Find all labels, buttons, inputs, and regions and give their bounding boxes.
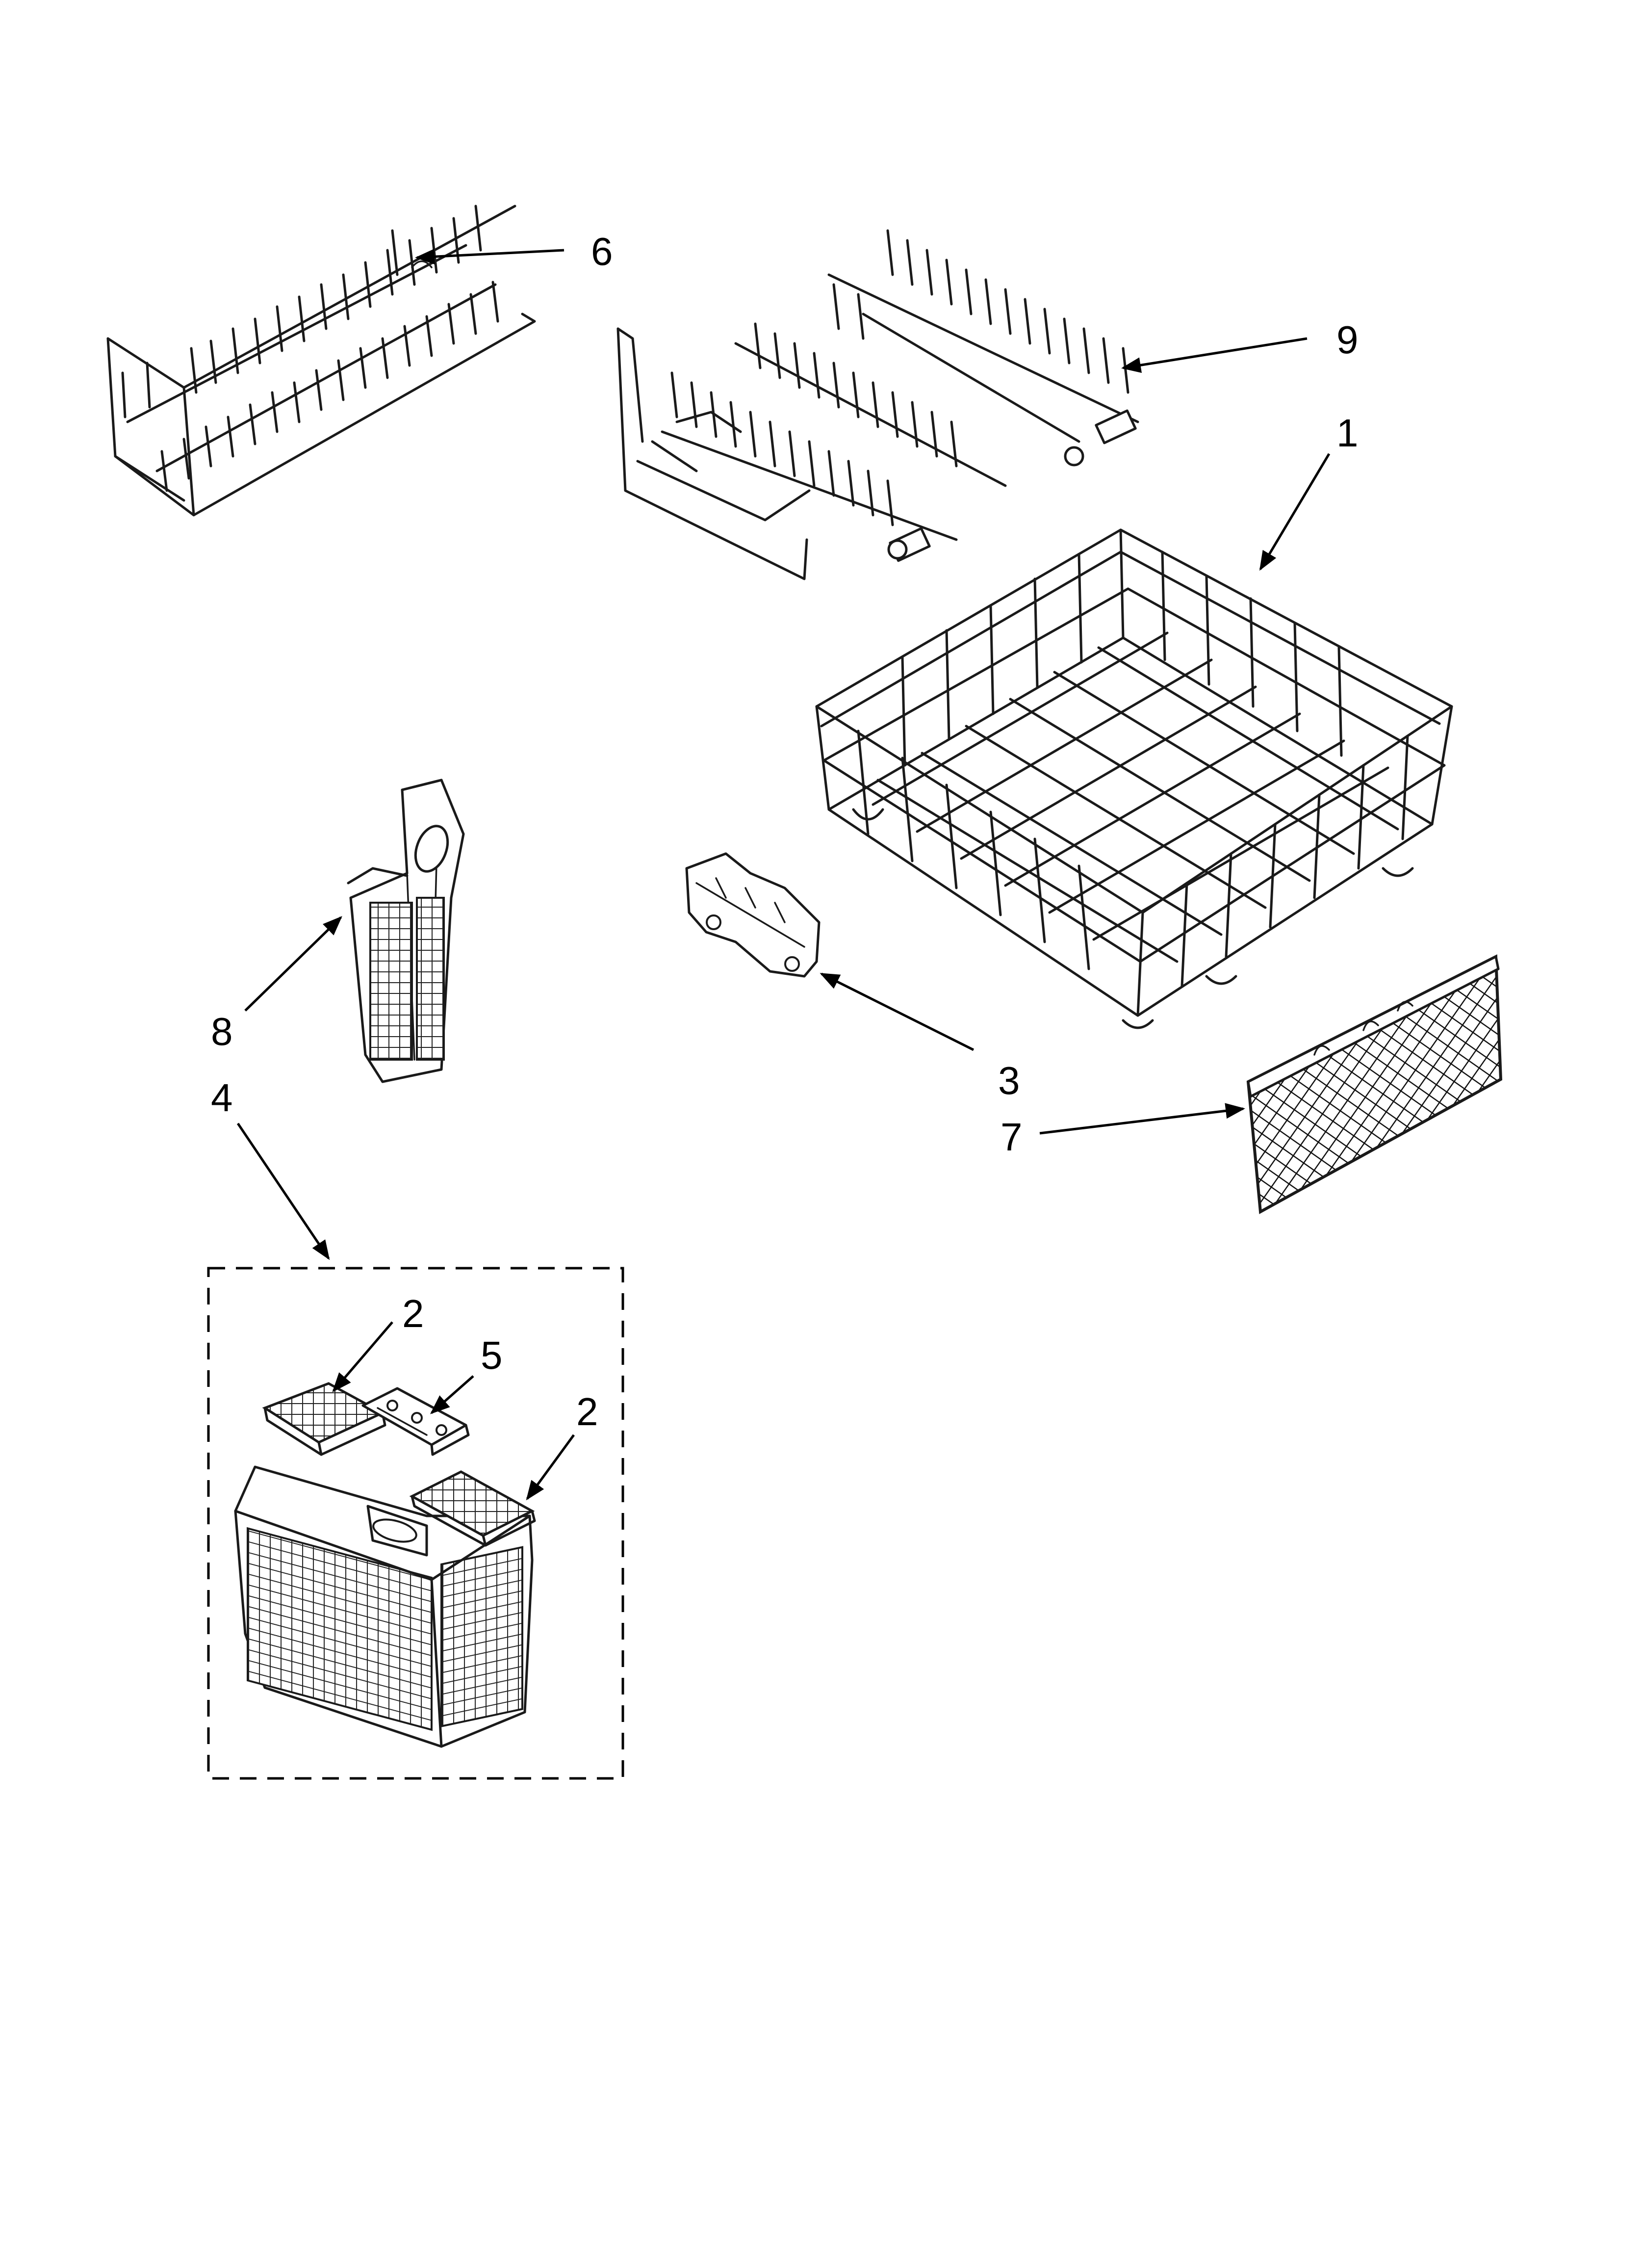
callout-7: 7: [1001, 1115, 1023, 1159]
leader-2b: [526, 1434, 575, 1501]
leader-9: [1121, 337, 1308, 373]
callout-5: 5: [481, 1333, 503, 1377]
leader-lines: [236, 249, 1331, 1501]
basket-lid-part-2-right: [409, 1470, 536, 1547]
callout-3: 3: [998, 1059, 1020, 1102]
leader-5: [430, 1375, 474, 1414]
leader-8: [244, 916, 342, 1012]
leader-4: [236, 1122, 330, 1260]
mesh-shield-part-7: [1246, 954, 1503, 1214]
basket-lid-part-2-left: [262, 1382, 386, 1456]
tine-rack-part-9: [616, 229, 1139, 580]
basket-assembly-box: [207, 1267, 624, 1780]
callout-6: 6: [591, 230, 613, 273]
leader-6: [415, 249, 564, 265]
silverware-cup-part-8: [347, 779, 465, 1083]
basket-lid-part-5: [361, 1387, 470, 1456]
callout-2-right: 2: [576, 1390, 598, 1434]
callout-2-top: 2: [402, 1292, 424, 1335]
leader-7: [1039, 1103, 1245, 1135]
cutlery-basket-part-4: [234, 1465, 534, 1748]
leader-2a: [332, 1321, 393, 1393]
callout-labels: 6 9 1 8 4 3 7 2 5 2: [211, 230, 1359, 1434]
callout-1: 1: [1336, 411, 1359, 455]
leader-1: [1259, 453, 1331, 571]
lower-rack-part-1: [815, 528, 1453, 1029]
callout-9: 9: [1336, 318, 1359, 362]
callout-8: 8: [211, 1010, 233, 1053]
rack-clip-part-3: [685, 852, 821, 978]
leader-3: [820, 972, 975, 1051]
callout-4: 4: [211, 1076, 233, 1120]
tine-rack-part-6: [106, 205, 536, 517]
